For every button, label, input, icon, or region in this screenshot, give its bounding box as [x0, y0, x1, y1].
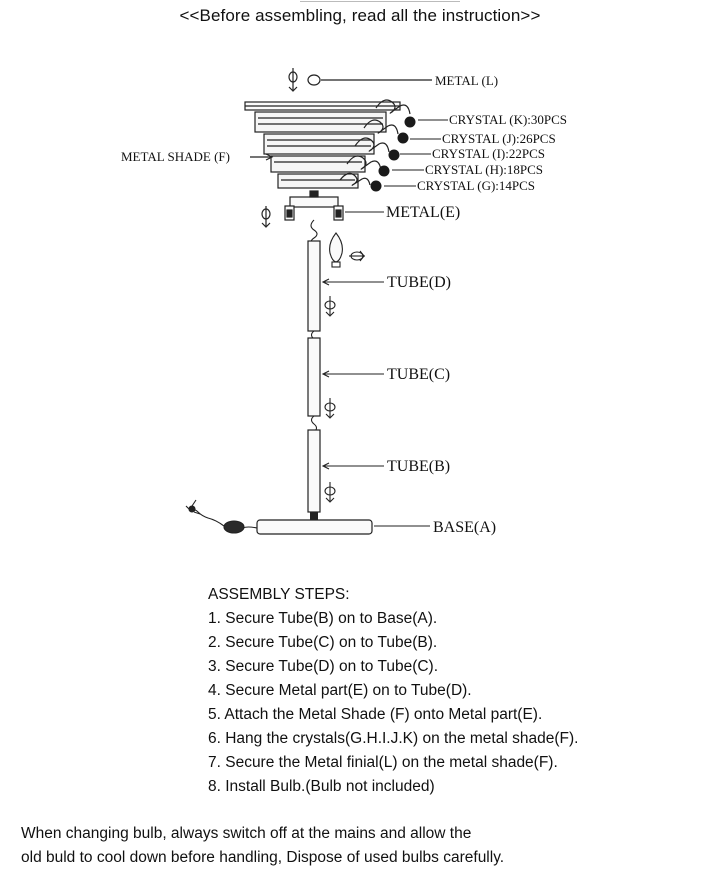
arrow-metal-shade	[265, 153, 274, 161]
page-subtitle: <<Before assembling, read all the instru…	[179, 6, 541, 25]
tube-b-part	[307, 429, 321, 513]
metal-finial-part	[307, 74, 321, 86]
step-item-4: 4. Secure Metal part(E) on to Tube(D).	[208, 682, 472, 699]
rotate-symbol-finial	[288, 68, 298, 92]
step-item-3: 3. Secure Tube(D) on to Tube(C).	[208, 658, 439, 675]
foot-switch-cord	[185, 499, 258, 534]
rotate-symbol-tube-c	[324, 398, 336, 419]
crystal-j-drop	[397, 132, 409, 144]
label-metal-l: METAL (L)	[435, 73, 498, 88]
arrow-tube-d	[321, 278, 330, 286]
tube-d-part	[307, 240, 321, 332]
crystal-g-drop	[370, 180, 382, 192]
crystal-k-drop	[404, 116, 416, 128]
step-item-1: 1. Secure Tube(B) on to Base(A).	[208, 610, 438, 627]
crystal-h-drop	[378, 165, 390, 177]
assembly-steps: ASSEMBLY STEPS: 1. Secure Tube(B) on to …	[208, 583, 578, 799]
safety-note: When changing bulb, always switch off at…	[21, 822, 661, 870]
cropped-title-underline	[300, 0, 460, 2]
label-metal-e: METAL(E)	[386, 204, 460, 221]
label-crystal-g: CRYSTAL (G):14PCS	[417, 178, 535, 193]
base-connector	[310, 512, 318, 520]
safety-note-line-2: old buld to cool down before handling, D…	[21, 849, 505, 866]
arrow-tube-b	[321, 462, 330, 470]
crystal-i-drop	[388, 149, 400, 161]
metal-shade-part	[244, 101, 401, 189]
rotate-symbol-tube-b	[324, 482, 336, 503]
label-crystal-i: CRYSTAL (I):22PCS	[432, 146, 545, 161]
rotate-symbol-tube-d	[324, 296, 336, 317]
label-crystal-j: CRYSTAL (J):26PCS	[442, 131, 556, 146]
steps-title: ASSEMBLY STEPS:	[208, 586, 350, 603]
label-tube-b: TUBE(B)	[387, 458, 450, 475]
bulb-icon	[329, 232, 343, 268]
step-item-2: 2. Secure Tube(C) on to Tube(B).	[208, 634, 438, 651]
label-crystal-h: CRYSTAL (H):18PCS	[425, 162, 543, 177]
crystal-strings	[339, 99, 411, 186]
label-crystal-k: CRYSTAL (K):30PCS	[449, 112, 567, 127]
step-item-6: 6. Hang the crystals(G.H.I.J.K) on the m…	[208, 730, 579, 747]
base-a-part	[256, 519, 373, 535]
rotate-symbol-metal-e	[261, 206, 271, 228]
safety-note-line-1: When changing bulb, always switch off at…	[21, 825, 472, 842]
rotate-symbol-bulb	[349, 250, 365, 262]
step-item-8: 8. Install Bulb.(Bulb not included)	[208, 778, 435, 795]
label-tube-d: TUBE(D)	[387, 274, 451, 291]
assembly-diagram: METAL (L) CRYSTAL (K):30PCS CRYSTAL (J):…	[121, 68, 567, 536]
label-base-a: BASE(A)	[433, 519, 496, 536]
step-item-7: 7. Secure the Metal finial(L) on the met…	[208, 754, 558, 771]
label-tube-c: TUBE(C)	[387, 366, 450, 383]
tube-c-part	[307, 337, 321, 417]
arrow-tube-c	[321, 370, 330, 378]
metal-e-part	[284, 190, 344, 221]
step-item-5: 5. Attach the Metal Shade (F) onto Metal…	[208, 706, 543, 723]
label-metal-shade-f: METAL SHADE (F)	[121, 149, 230, 164]
